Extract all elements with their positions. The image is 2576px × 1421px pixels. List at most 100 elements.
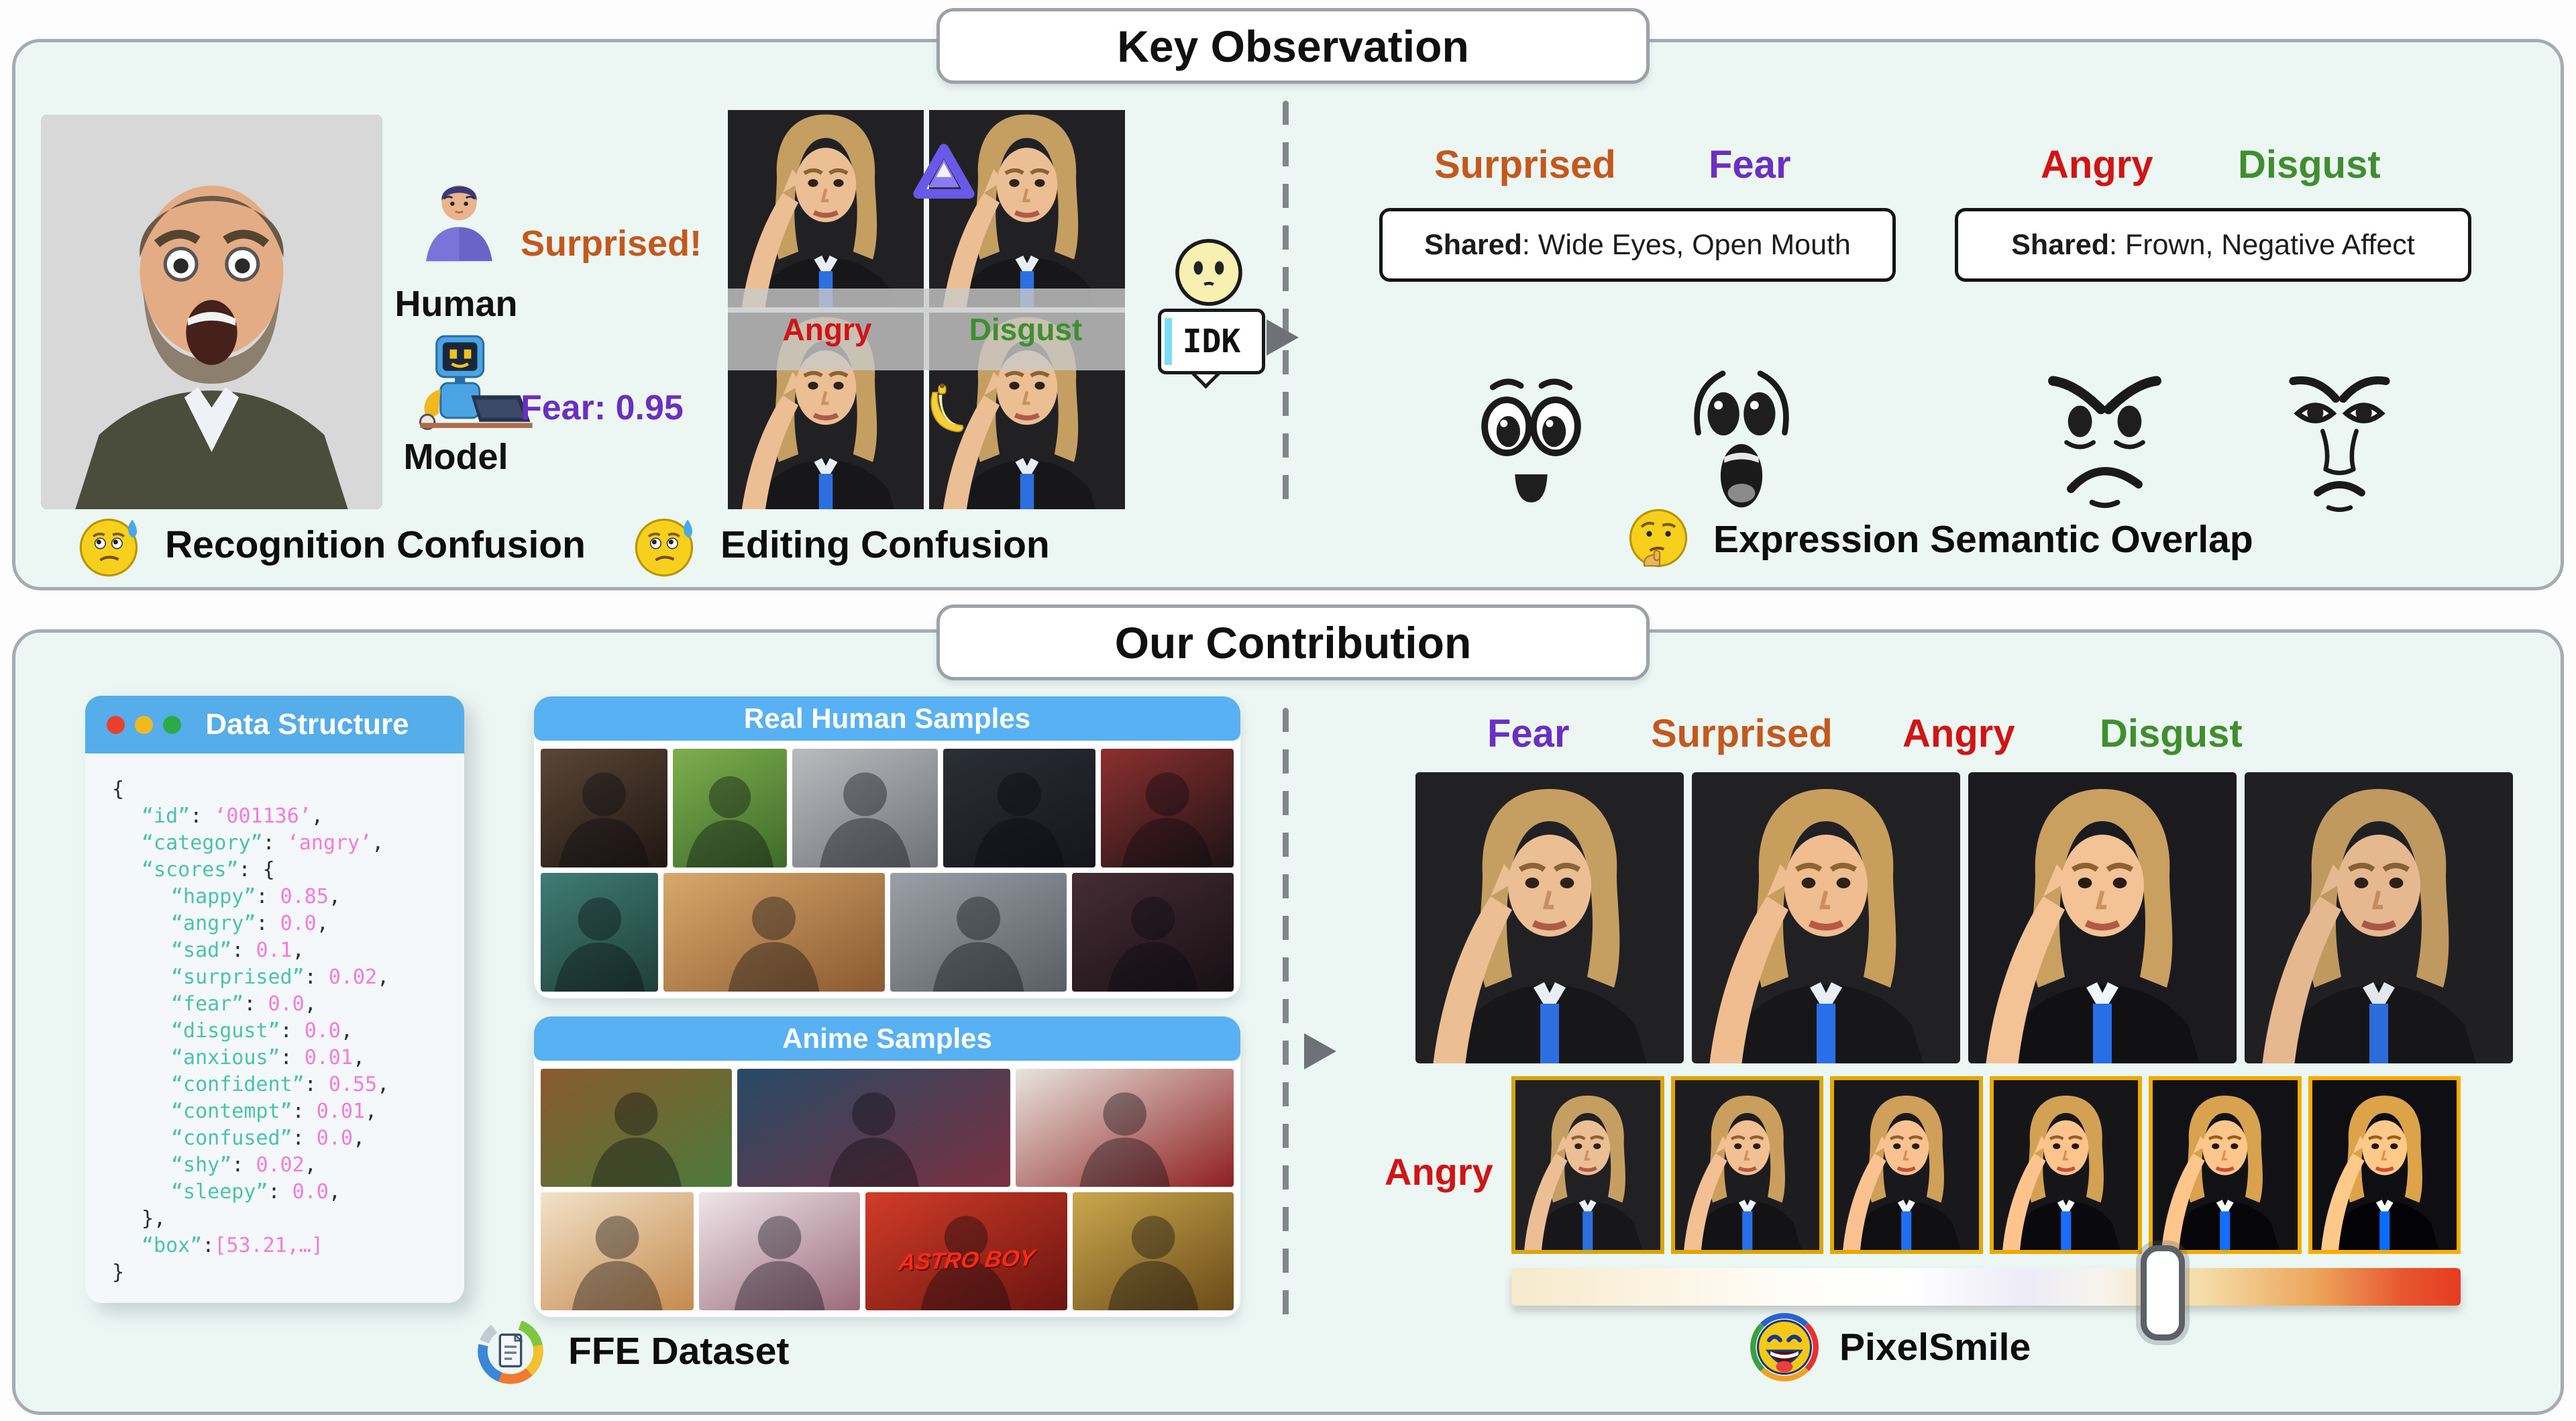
intensity-frame [1830, 1076, 1983, 1254]
idk-face-icon [1175, 239, 1242, 306]
woman-photo-angry-a [728, 110, 924, 307]
editing-label-disgust: Disgust [969, 312, 1083, 347]
panel-title-text: Key Observation [1117, 21, 1469, 71]
code-line: “angry”: 0.0, [171, 912, 329, 935]
overlap-label-surprised: Surprised [1434, 143, 1616, 187]
sample-photo [672, 749, 787, 867]
shared-text-1: : Wide Eyes, Open Mouth [1521, 228, 1851, 261]
idk-speech-bubble: IDK [1158, 309, 1265, 374]
window-titlebar: Data Structure [85, 696, 464, 753]
banana-icon [930, 383, 964, 433]
confused-sweat-emoji-icon [635, 519, 694, 577]
edited-photo-surprised [1692, 772, 1960, 1063]
idk-text: IDK [1182, 323, 1241, 360]
real-samples-header: Real Human Samples [534, 696, 1240, 741]
shared-bold-1: Shared [1424, 228, 1522, 261]
sample-photo [792, 749, 938, 867]
code-line: “id”: ‘001136’, [142, 804, 323, 828]
sample-photo [890, 873, 1067, 992]
intensity-row-label: Angry [1385, 1151, 1493, 1193]
intensity-frame [2308, 1076, 2461, 1254]
thinking-emoji-icon [1629, 509, 1688, 568]
zoom-traffic-light[interactable] [163, 715, 181, 734]
overlap-label-disgust: Disgust [2238, 143, 2381, 187]
pixelsmile-caption: PixelSmile [1750, 1312, 2031, 1382]
code-line: “box”:[53.21,…] [142, 1234, 323, 1257]
sample-photo [1100, 749, 1234, 867]
code-line: “confused”: 0.0, [171, 1126, 365, 1150]
panel-title-text: Our Contribution [1114, 617, 1472, 668]
confused-sweat-emoji-icon [79, 519, 138, 577]
sample-photo [699, 1192, 861, 1310]
edited-photo-fear [1415, 772, 1684, 1063]
arrow-right-icon [1267, 319, 1299, 356]
anime-collage: ASTRO BOY [541, 1069, 1234, 1310]
code-line: }, [142, 1207, 166, 1230]
code-line: { [112, 778, 125, 801]
pixelsmile-caption-text: PixelSmile [1839, 1326, 2031, 1369]
intensity-frame [1670, 1076, 1823, 1254]
code-line: “anxious”: 0.01, [171, 1046, 365, 1069]
edited-photo-angry [1968, 772, 2237, 1063]
ffe-caption-text: FFE Dataset [568, 1330, 790, 1373]
sample-photo [1015, 1069, 1234, 1187]
code-line: “happy”: 0.85, [171, 885, 341, 908]
shared-traits-box-2: Shared: Frown, Negative Affect [1955, 208, 2471, 282]
sample-photo [541, 873, 659, 992]
overlap-label-fear: Fear [1709, 143, 1791, 187]
intensity-strip [1511, 1076, 2461, 1254]
sample-photo [541, 1192, 694, 1310]
intensity-frame [2149, 1076, 2302, 1254]
edited-photo-disgust [2245, 772, 2513, 1063]
top-dashed-divider [1283, 101, 1289, 511]
editing-label-angry: Angry [782, 312, 872, 347]
minimize-traffic-light[interactable] [135, 715, 153, 734]
human-label: Human [394, 284, 518, 324]
woman-photo-disgust-a [929, 110, 1125, 307]
laughing-pixel-emoji-icon [1750, 1313, 1819, 1381]
fear-line-face-icon [1694, 370, 1789, 508]
ai-edit-logo-icon [913, 144, 975, 199]
column-label-surprised: Surprised [1651, 712, 1833, 755]
json-code: {“id”: ‘001136’,“category”: ‘angry’,“sco… [85, 753, 464, 1286]
column-label-angry: Angry [1902, 712, 2015, 755]
disgust-line-face-icon [2289, 376, 2390, 512]
data-structure-window: Data Structure { “id”: ‘001136’, “category… [85, 696, 464, 1303]
bottom-dashed-divider [1283, 708, 1289, 1322]
column-label-fear: Fear [1487, 712, 1570, 755]
recognition-caption-text: Recognition Confusion [165, 523, 586, 566]
editing-caption: Editing Confusion [631, 510, 1050, 580]
slider-handle[interactable] [2141, 1245, 2186, 1340]
intensity-slider-track[interactable] [1511, 1245, 2461, 1340]
model-prediction-text: Fear: 0.95 [521, 388, 684, 427]
anime-samples-card: Anime Samples ASTRO BOY [534, 1016, 1240, 1317]
ffe-dataset-icon [478, 1318, 543, 1384]
editing-labels-band: Angry Disgust [728, 288, 1125, 370]
code-line: “confident”: 0.55, [171, 1073, 390, 1096]
shared-bold-2: Shared [2011, 228, 2110, 261]
close-traffic-light[interactable] [107, 715, 125, 734]
sample-photo [737, 1069, 1010, 1187]
real-human-samples-card: Real Human Samples [534, 696, 1240, 998]
ffe-dataset-caption: FFE Dataset [473, 1314, 789, 1389]
editing-caption-text: Editing Confusion [720, 523, 1050, 566]
code-line: “disgust”: 0.0, [171, 1019, 353, 1043]
arrow-right-icon [1304, 1033, 1336, 1069]
code-line: “sleepy”: 0.0, [171, 1180, 341, 1204]
code-line: “fear”: 0.0, [171, 992, 317, 1016]
shared-text-2: : Frown, Negative Affect [2109, 228, 2415, 261]
surprised-line-face-icon [1481, 378, 1581, 503]
sample-photo [541, 749, 667, 867]
recognition-caption: Recognition Confusion [75, 510, 586, 580]
angry-line-face-icon [2048, 376, 2161, 509]
surprised-man-photo [41, 115, 382, 509]
overlap-caption: Expression Semantic Overlap [1623, 505, 2253, 574]
robot-model-icon [419, 335, 533, 430]
window-title: Data Structure [205, 708, 409, 741]
code-line: “category”: ‘angry’, [142, 831, 384, 855]
sample-photo-text: ASTRO BOY [896, 1245, 1036, 1276]
code-line: “surprised”: 0.02, [171, 965, 390, 989]
shared-traits-box-1: Shared: Wide Eyes, Open Mouth [1379, 208, 1896, 282]
intensity-frame [1511, 1076, 1664, 1254]
code-line: “contempt”: 0.01, [171, 1100, 378, 1123]
